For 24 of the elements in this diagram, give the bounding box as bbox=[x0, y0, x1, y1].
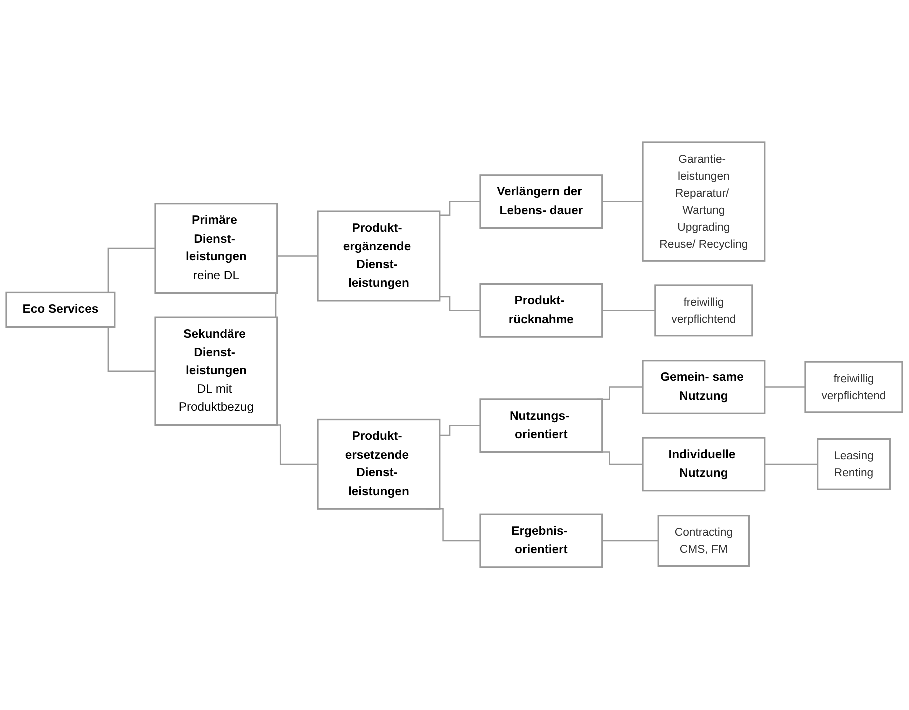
node-box: Garantie- leistungen Reparatur/ Wartung Upgrading Reuse/ Recycling bbox=[642, 142, 766, 262]
node-box: Contracting CMS, FM bbox=[658, 515, 750, 568]
node-box: Produkt- rücknahme bbox=[480, 284, 604, 338]
connector bbox=[440, 296, 480, 312]
connector bbox=[602, 310, 656, 312]
connector bbox=[440, 201, 480, 216]
node-box: freiwillig verpflichtend bbox=[654, 284, 754, 337]
connector bbox=[602, 540, 659, 542]
connector bbox=[764, 464, 818, 466]
node-box: Sekundäre Dienst- leistungen DL mit Produktbezug bbox=[154, 316, 278, 426]
node-box: Primäre Dienst- leistungen reine DL bbox=[154, 203, 278, 294]
connector bbox=[764, 386, 806, 388]
node-box: Verlängern der Lebens- dauer bbox=[480, 174, 604, 230]
connector bbox=[602, 201, 643, 202]
node-box: Individuelle Nutzung bbox=[642, 437, 766, 492]
node-box: Ergebnis- orientiert bbox=[480, 514, 604, 568]
node-box: freiwillig verpflichtend bbox=[804, 361, 904, 414]
node-box: Gemein- same Nutzung bbox=[642, 360, 766, 414]
connector bbox=[440, 425, 480, 436]
node-box: Nutzungs- orientiert bbox=[480, 398, 604, 454]
node-box: Produkt- ersetzende Dienst- leistungen bbox=[317, 418, 441, 510]
node-box: Eco Services bbox=[6, 292, 116, 328]
node-box: Produkt- ergänzende Dienst- leistungen bbox=[317, 210, 441, 302]
node-box: Leasing Renting bbox=[817, 438, 891, 490]
